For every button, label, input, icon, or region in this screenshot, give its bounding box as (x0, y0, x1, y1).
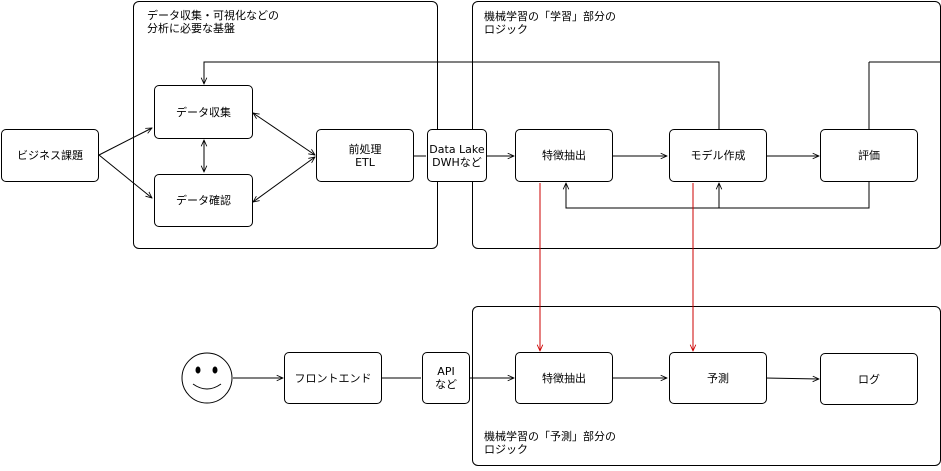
prediction-box: 予測 (669, 352, 767, 404)
learning-logic-label: 機械学習の「学習」部分の ロジック (484, 10, 616, 36)
evaluation-box: 評価 (820, 129, 918, 182)
feature-extraction-predict-box: 特徴抽出 (515, 352, 613, 404)
prediction-logic-label: 機械学習の「予測」部分の ロジック (484, 430, 616, 456)
model-building-box: モデル作成 (669, 129, 767, 182)
business-issue-box: ビジネス課題 (1, 129, 99, 182)
api-box: API など (422, 352, 470, 404)
data-platform-label: データ収集・可視化などの 分析に必要な基盤 (147, 9, 279, 35)
learning-logic-group (472, 1, 941, 249)
preprocess-etl-box: 前処理 ETL (316, 129, 414, 182)
smiley-icon (181, 352, 233, 404)
feature-extraction-train-box: 特徴抽出 (515, 129, 613, 182)
data-check-box: データ確認 (154, 174, 253, 227)
data-collection-box: データ収集 (154, 85, 253, 139)
datalake-dwh-box: Data Lake DWHなど (427, 129, 487, 182)
frontend-box: フロントエンド (284, 352, 382, 404)
log-box: ログ (820, 353, 918, 405)
